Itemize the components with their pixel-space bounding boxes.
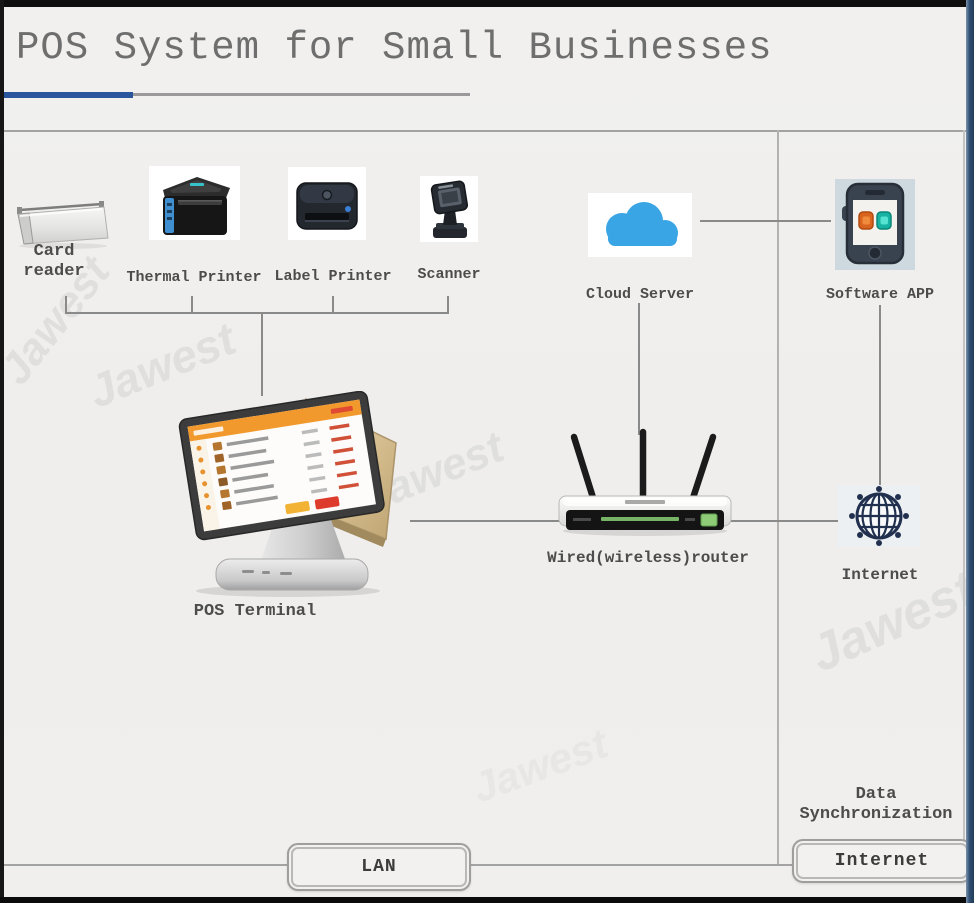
- diagram-right-border: [963, 130, 965, 866]
- frame-top-edge: [0, 0, 974, 7]
- diagram-bottom-border: [4, 864, 966, 866]
- pos-terminal-label: POS Terminal: [193, 602, 317, 621]
- router-icon: [543, 428, 748, 546]
- connector-app-internet: [879, 305, 881, 487]
- label-printer-icon: [288, 167, 366, 240]
- cloud-server-icon: [588, 193, 692, 257]
- data-sync-label: Data Synchronization: [799, 785, 953, 825]
- card-reader-icon: [8, 196, 112, 250]
- frame-bottom-edge: [0, 897, 974, 903]
- frame-right-edge: [966, 0, 974, 903]
- scanner-icon: [420, 176, 478, 242]
- frame-left-edge: [0, 0, 4, 903]
- pos-terminal-icon: [138, 390, 423, 601]
- internet-globe-icon: [838, 485, 920, 547]
- peripheral-bus: [65, 312, 449, 314]
- zone-divider: [777, 130, 779, 866]
- connector-labelprinter-bus: [332, 296, 334, 314]
- connector-cloud-router: [638, 303, 640, 435]
- connector-pos-router: [410, 520, 565, 522]
- connector-cardreader-bus: [65, 296, 67, 314]
- watermark: Jawest: [466, 719, 614, 812]
- scanner-label: Scanner: [417, 266, 481, 283]
- thermal-printer-label: Thermal Printer: [126, 269, 262, 286]
- page-title: POS System for Small Businesses: [16, 26, 773, 70]
- router-label: Wired(wireless)router: [547, 549, 749, 567]
- software-app-icon: [835, 179, 915, 270]
- thermal-printer-icon: [149, 166, 240, 240]
- connector-thermal-bus: [191, 296, 193, 314]
- lan-zone-badge: LAN: [287, 843, 471, 891]
- title-underline-accent: [2, 92, 133, 98]
- connector-bus-pos: [261, 312, 263, 396]
- internet-node-label: Internet: [841, 566, 919, 584]
- internet-zone-badge: Internet: [792, 839, 972, 883]
- cloud-server-label: Cloud Server: [585, 286, 695, 303]
- software-app-label: Software APP: [825, 286, 935, 303]
- connector-router-internet: [708, 520, 838, 522]
- connector-cloud-app: [700, 220, 831, 222]
- card-reader-label: Card reader: [23, 242, 85, 282]
- diagram-top-border: [4, 130, 966, 132]
- title-underline: [133, 93, 470, 96]
- connector-scanner-bus: [447, 296, 449, 314]
- label-printer-label: Label Printer: [274, 268, 392, 285]
